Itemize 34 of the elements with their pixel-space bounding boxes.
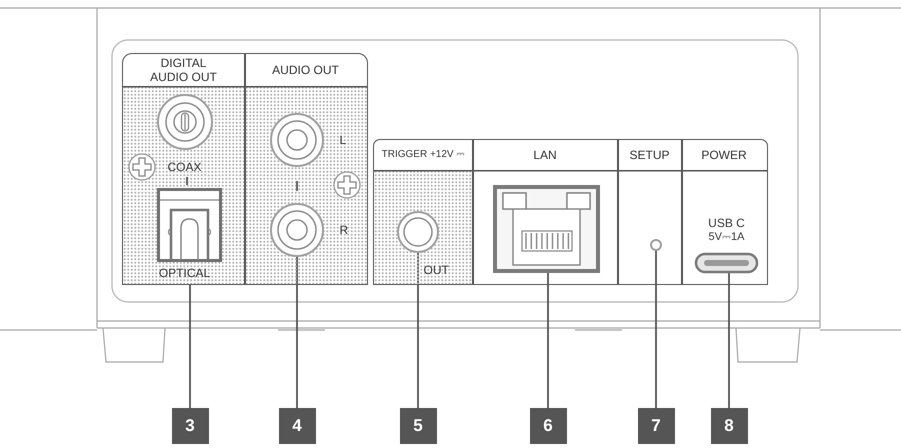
callout-number: 6 [530, 408, 566, 444]
port-panel [472, 139, 619, 285]
pinhole [650, 238, 662, 250]
port-label: USB C [708, 216, 745, 230]
port-panel [681, 139, 768, 285]
trigger-jack [396, 210, 438, 252]
rca-jack [270, 202, 324, 256]
callout-number: 4 [278, 408, 316, 444]
panel-heading: LAN [533, 148, 557, 162]
port-panel [617, 139, 683, 285]
panel-heading: DIGITAL AUDIO OUT [149, 56, 218, 84]
callout-number: 3 [172, 408, 208, 444]
port-label: OUT [424, 262, 449, 276]
port-panel [244, 53, 368, 285]
port-label: OPTICAL [158, 266, 210, 280]
port-panel [122, 53, 246, 285]
port-label: L [340, 132, 346, 146]
optical-jack [156, 188, 222, 262]
coaxial-jack [156, 94, 212, 150]
rca-jack [270, 112, 324, 166]
power-rating-label: 5V⎓1A [708, 230, 744, 244]
callout-number: 5 [400, 408, 436, 444]
usb-c-port [694, 252, 758, 272]
port-label: R [340, 222, 348, 236]
panel-heading: AUDIO OUT [272, 63, 339, 77]
leader-line [189, 285, 191, 408]
port-panel [373, 139, 474, 285]
callout-number: 8 [710, 408, 748, 444]
panel-heading: POWER [701, 148, 747, 162]
port-label: COAX [168, 160, 202, 174]
panel-heading: TRIGGER +12V ⎓ [382, 149, 464, 161]
ethernet-port [492, 184, 600, 272]
panel-heading: SETUP [630, 148, 670, 162]
callout-number: 7 [638, 408, 674, 444]
